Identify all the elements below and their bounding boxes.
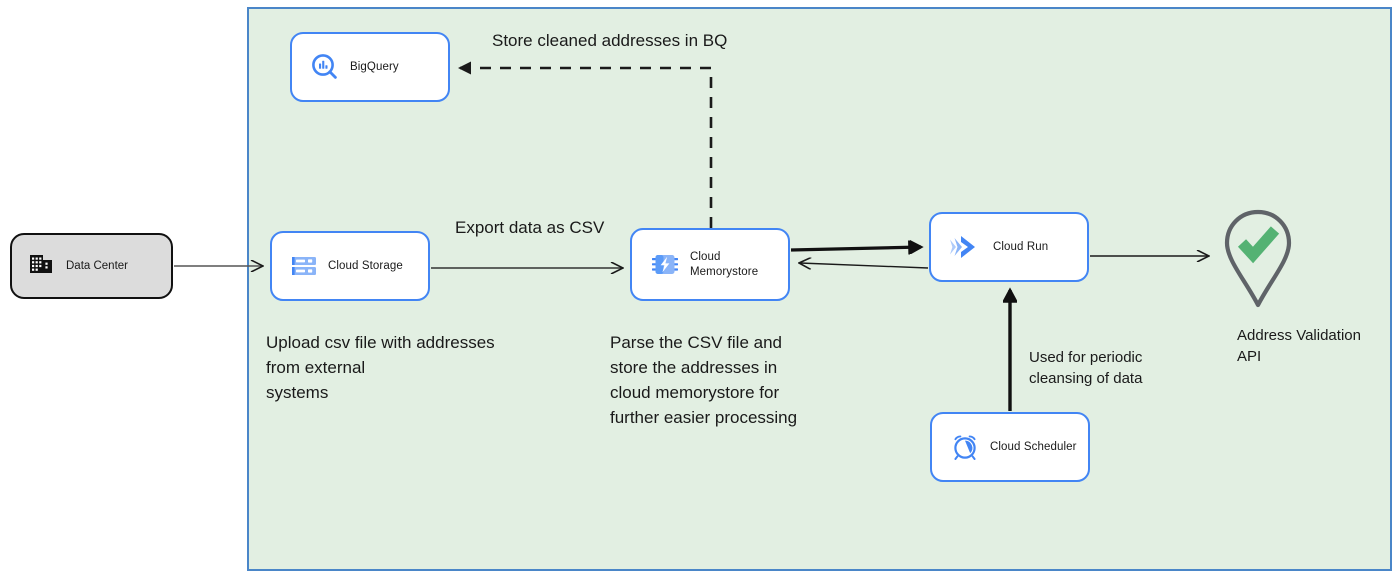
node-label-data-center: Data Center <box>66 260 129 272</box>
label-parse-csv-note: Parse the CSV file and store the address… <box>610 333 798 427</box>
address-validation-pin-icon[interactable] <box>1218 208 1298 313</box>
node-cloud-scheduler[interactable]: Cloud Scheduler <box>930 412 1090 482</box>
node-bigquery[interactable]: BigQuery <box>290 32 450 102</box>
node-label-bigquery: BigQuery <box>350 60 399 73</box>
label-store-cleaned-addresses-in-bq: Store cleaned addresses in BQ <box>492 31 728 50</box>
label-upload-csv-note: Upload csv file with addresses from exte… <box>266 333 495 402</box>
label-periodic-cleansing-note: Used for periodic cleansing of data <box>1029 349 1143 387</box>
data-center-icon <box>28 251 54 282</box>
node-cloud-storage[interactable]: Cloud Storage <box>270 231 430 301</box>
node-label-cloud-run: Cloud Run <box>993 240 1049 253</box>
cloud-run-icon <box>949 233 983 261</box>
node-data-center[interactable]: Data Center <box>10 233 173 299</box>
label-export-data-as-csv: Export data as CSV <box>455 218 605 237</box>
node-label-cloud-storage: Cloud Storage <box>328 259 403 272</box>
node-cloud-memorystore[interactable]: Cloud Memorystore <box>630 228 790 301</box>
bigquery-icon <box>310 52 340 82</box>
cloud-scheduler-icon <box>950 432 980 462</box>
cloud-memorystore-icon <box>650 250 680 280</box>
node-cloud-run[interactable]: Cloud Run <box>929 212 1089 282</box>
label-address-validation-api: Address Validation API <box>1237 327 1361 365</box>
node-label-cloud-scheduler: Cloud Scheduler <box>990 440 1077 453</box>
node-label-cloud-memorystore: Cloud Memorystore <box>690 251 759 278</box>
cloud-storage-icon <box>290 252 318 280</box>
